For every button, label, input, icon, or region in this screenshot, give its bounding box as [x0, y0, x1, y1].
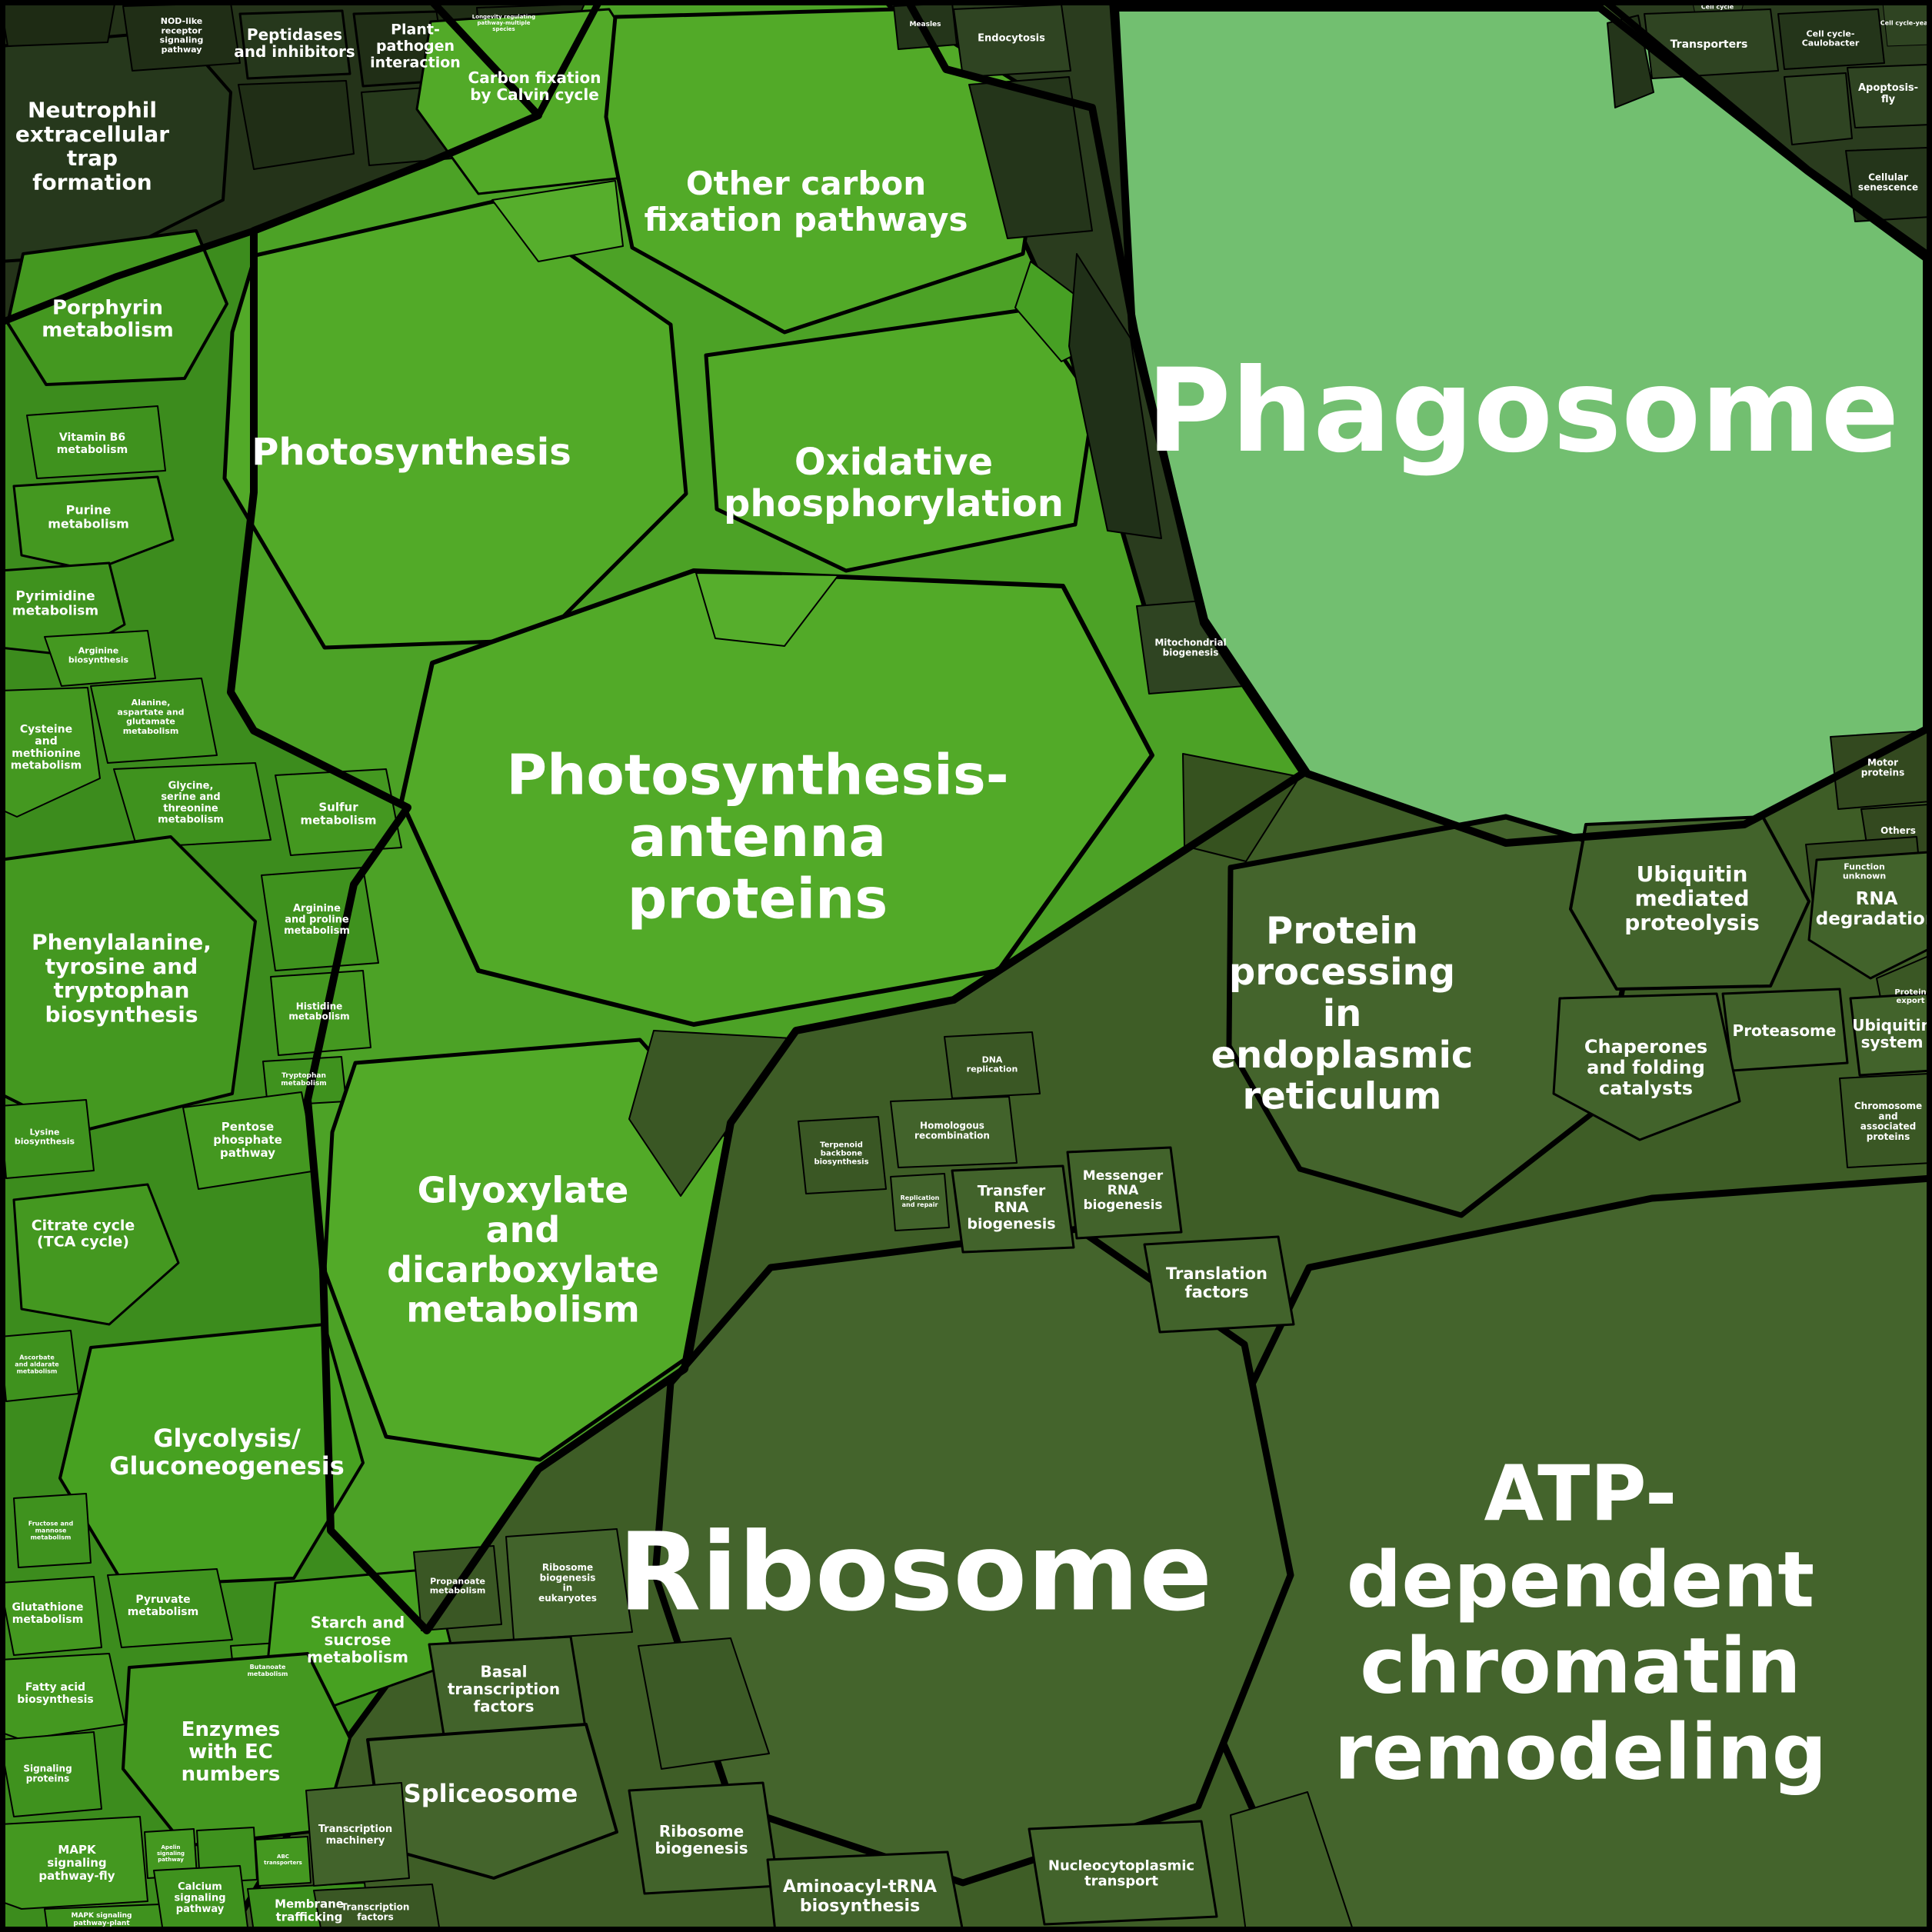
cell-rna-degradation [1807, 851, 1932, 980]
cell-nod-like-receptor-signaling-pathway [122, 2, 241, 72]
cell-transporters [1644, 8, 1779, 79]
cell-darkright-filler-4 [1230, 1791, 1354, 1932]
cell-translation-factors [1143, 1235, 1295, 1334]
cell-transcription-machinery [305, 1782, 410, 1887]
cell-pyruvate-metabolism [107, 1568, 233, 1648]
cell-oxidative-phosphorylation [704, 307, 1096, 573]
cell-mapk-signaling-pathway-plant [44, 1904, 164, 1932]
cell-ribosome-biogenesis [628, 1781, 780, 1895]
cell-mapk-signaling-pathway-fly [0, 1816, 148, 1910]
cell-arginine-biosynthesis [44, 630, 156, 687]
cell-ascorbate-aldarate-metabolism [0, 1330, 79, 1402]
cell-vitamin-b6-metabolism [26, 405, 166, 479]
cell-transfer-rna-biogenesis [951, 1164, 1075, 1254]
dark-topleft-outline [0, 0, 604, 327]
cell-abc-transporters [255, 1836, 311, 1887]
cell-endocytosis [953, 4, 1071, 78]
cell-apoptosis-fly [1847, 64, 1931, 128]
cell-bright-filler-1 [491, 180, 624, 262]
cell-homologous-recombination [890, 1096, 1018, 1168]
cell-darkright-filler-1 [628, 1030, 793, 1197]
cell-transcription-factors [313, 1884, 441, 1932]
cell-ribosome-biogenesis-in-eukaryotes [505, 1528, 633, 1641]
cell-replication-and-repair [890, 1173, 950, 1231]
cell-purine-metabolism [12, 475, 175, 572]
dark-corner-outline [1600, 0, 1932, 261]
cell-arginine-and-proline-metabolism [261, 867, 379, 971]
cell-messenger-rna-biogenesis [1066, 1146, 1183, 1240]
cell-wedge-filler-1 [968, 76, 1093, 239]
cell-ubiquitin-mediated-proteolysis [1569, 815, 1810, 991]
cell-cell-cycle-caulobacter [1777, 8, 1885, 70]
cell-dna-replication [944, 1031, 1041, 1099]
cell-basal-transcription-factors [428, 1635, 588, 1741]
cell-dark-filler-4 [0, 0, 116, 47]
cell-corner-filler-2 [1784, 72, 1853, 145]
cell-signaling-proteins [0, 1731, 102, 1817]
cell-aminoacyl-trna-biosynthesis [766, 1850, 964, 1932]
cell-nucleocytoplasmic-transport [1028, 1820, 1218, 1926]
cell-glycine-serine-threonine-metabolism [113, 762, 271, 848]
cell-proteasome [1721, 988, 1849, 1072]
cell-terpenoid-backbone-biosynthesis [798, 1116, 887, 1194]
cell-dark-filler-1 [238, 80, 355, 170]
cell-chromosome-and-associated-proteins [1839, 1073, 1932, 1168]
cell-phenylalanine-tyrosine-tryptophan-biosynthesis [0, 835, 257, 1134]
cell-cell-cycle-yeast [1882, 1, 1931, 47]
cell-bright-filler-3 [695, 572, 839, 647]
cell-darkright-filler-3 [638, 1637, 770, 1770]
cell-fatty-acid-biosynthesis [0, 1653, 125, 1740]
cell-fructose-mannose-metabolism [13, 1493, 92, 1568]
cell-chaperones-and-folding-catalysts [1552, 992, 1741, 1141]
cell-cysteine-and-methionine-metabolism [0, 687, 101, 818]
cell-citrate-cycle-tca [12, 1183, 180, 1326]
cell-alanine-aspartate-glutamate-metabolism [90, 678, 218, 764]
cell-glutathione-metabolism [0, 1576, 102, 1656]
cell-peptidases-and-inhibitors [238, 9, 351, 80]
cell-wedge-filler-2 [1068, 253, 1162, 539]
cell-ubiquitin-system [1849, 992, 1932, 1077]
phagosome-region-outline [1111, 4, 1930, 847]
cell-calcium-signaling-pathway [153, 1865, 248, 1932]
cell-lysine-biosynthesis [0, 1099, 95, 1179]
